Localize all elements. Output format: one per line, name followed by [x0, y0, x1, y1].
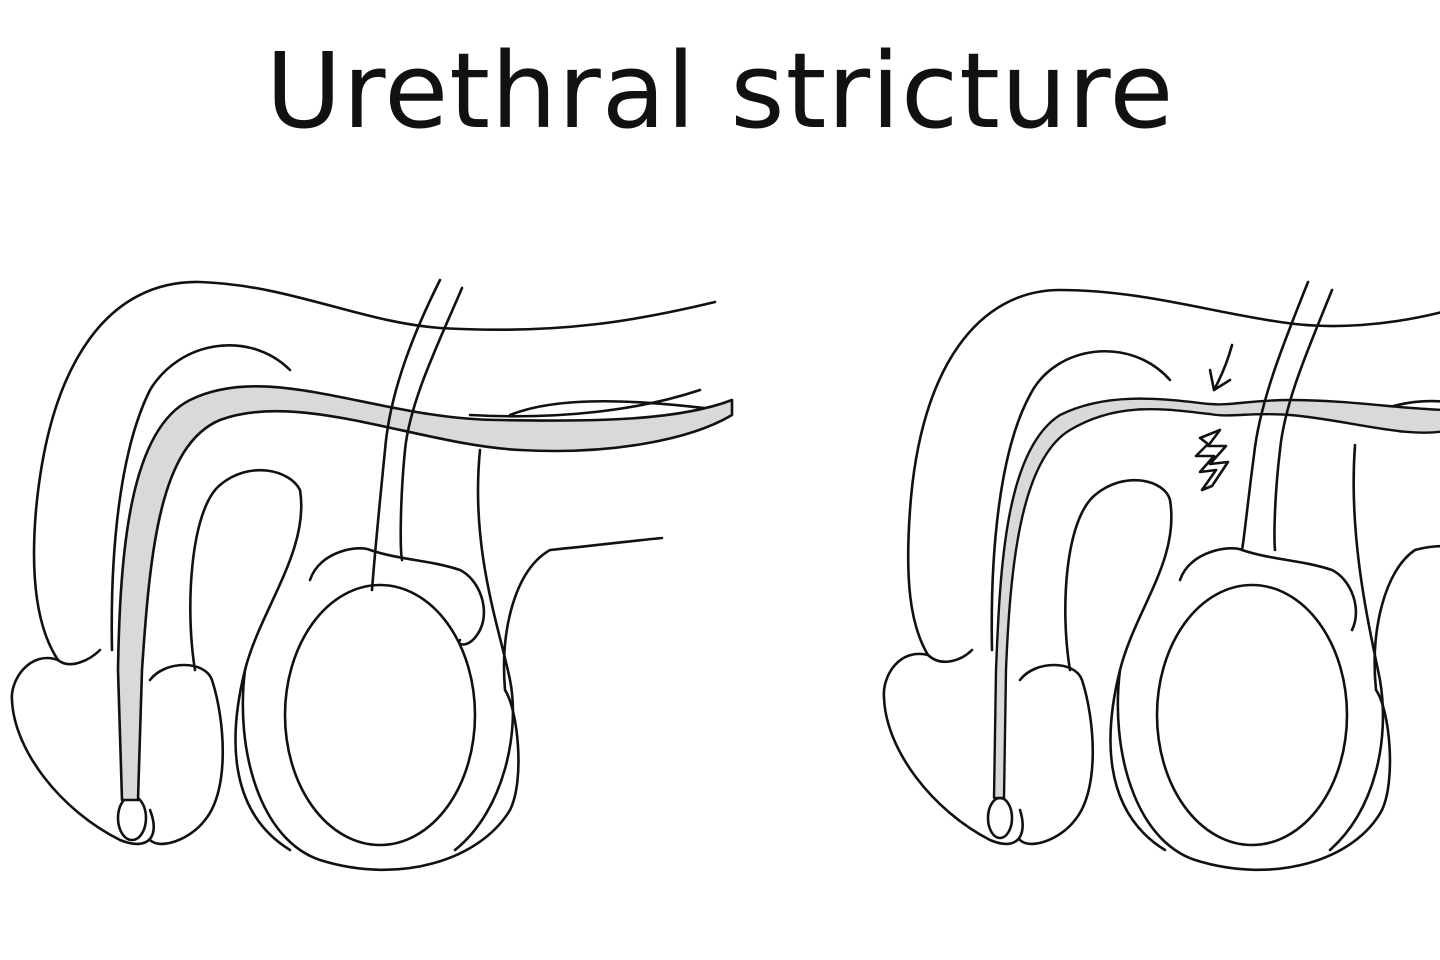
- spermatic-cord: [1240, 280, 1334, 552]
- testis: [283, 583, 477, 847]
- stricture-anatomy-svg: [882, 280, 1440, 872]
- scar-zigzag-icon: [1194, 428, 1230, 492]
- epididymis: [308, 547, 486, 646]
- stricture-anatomy-figure: [870, 250, 1440, 950]
- glans-right-loop: [1018, 663, 1095, 846]
- epididymis: [1178, 547, 1358, 632]
- corpus-inner-outline: [990, 349, 1172, 652]
- urethral-meatus: [116, 794, 148, 842]
- scrotum: [1116, 544, 1440, 872]
- glans-right-loop: [148, 663, 225, 846]
- glans-outline: [882, 648, 1024, 846]
- corpus-fold: [1064, 478, 1173, 852]
- normal-anatomy-svg: [10, 278, 734, 872]
- normal-anatomy-figure: [0, 250, 760, 950]
- spermatic-cord: [370, 278, 464, 592]
- shaft-contour: [1328, 399, 1440, 852]
- shaft-contour: [453, 399, 722, 852]
- urethral-meatus: [986, 796, 1014, 840]
- glans-outline: [10, 648, 156, 846]
- penis-outline: [906, 288, 1440, 657]
- corpus-inner-outline: [110, 344, 702, 652]
- urethra-tube: [116, 384, 734, 802]
- scrotum: [241, 536, 664, 872]
- corpus-fold: [189, 468, 303, 852]
- diagram-title: Urethral stricture: [265, 30, 1175, 152]
- arrow-icon: [1208, 343, 1234, 392]
- testis: [1155, 583, 1349, 847]
- penis-outline: [32, 280, 717, 662]
- narrowed-urethra-tube: [992, 397, 1440, 800]
